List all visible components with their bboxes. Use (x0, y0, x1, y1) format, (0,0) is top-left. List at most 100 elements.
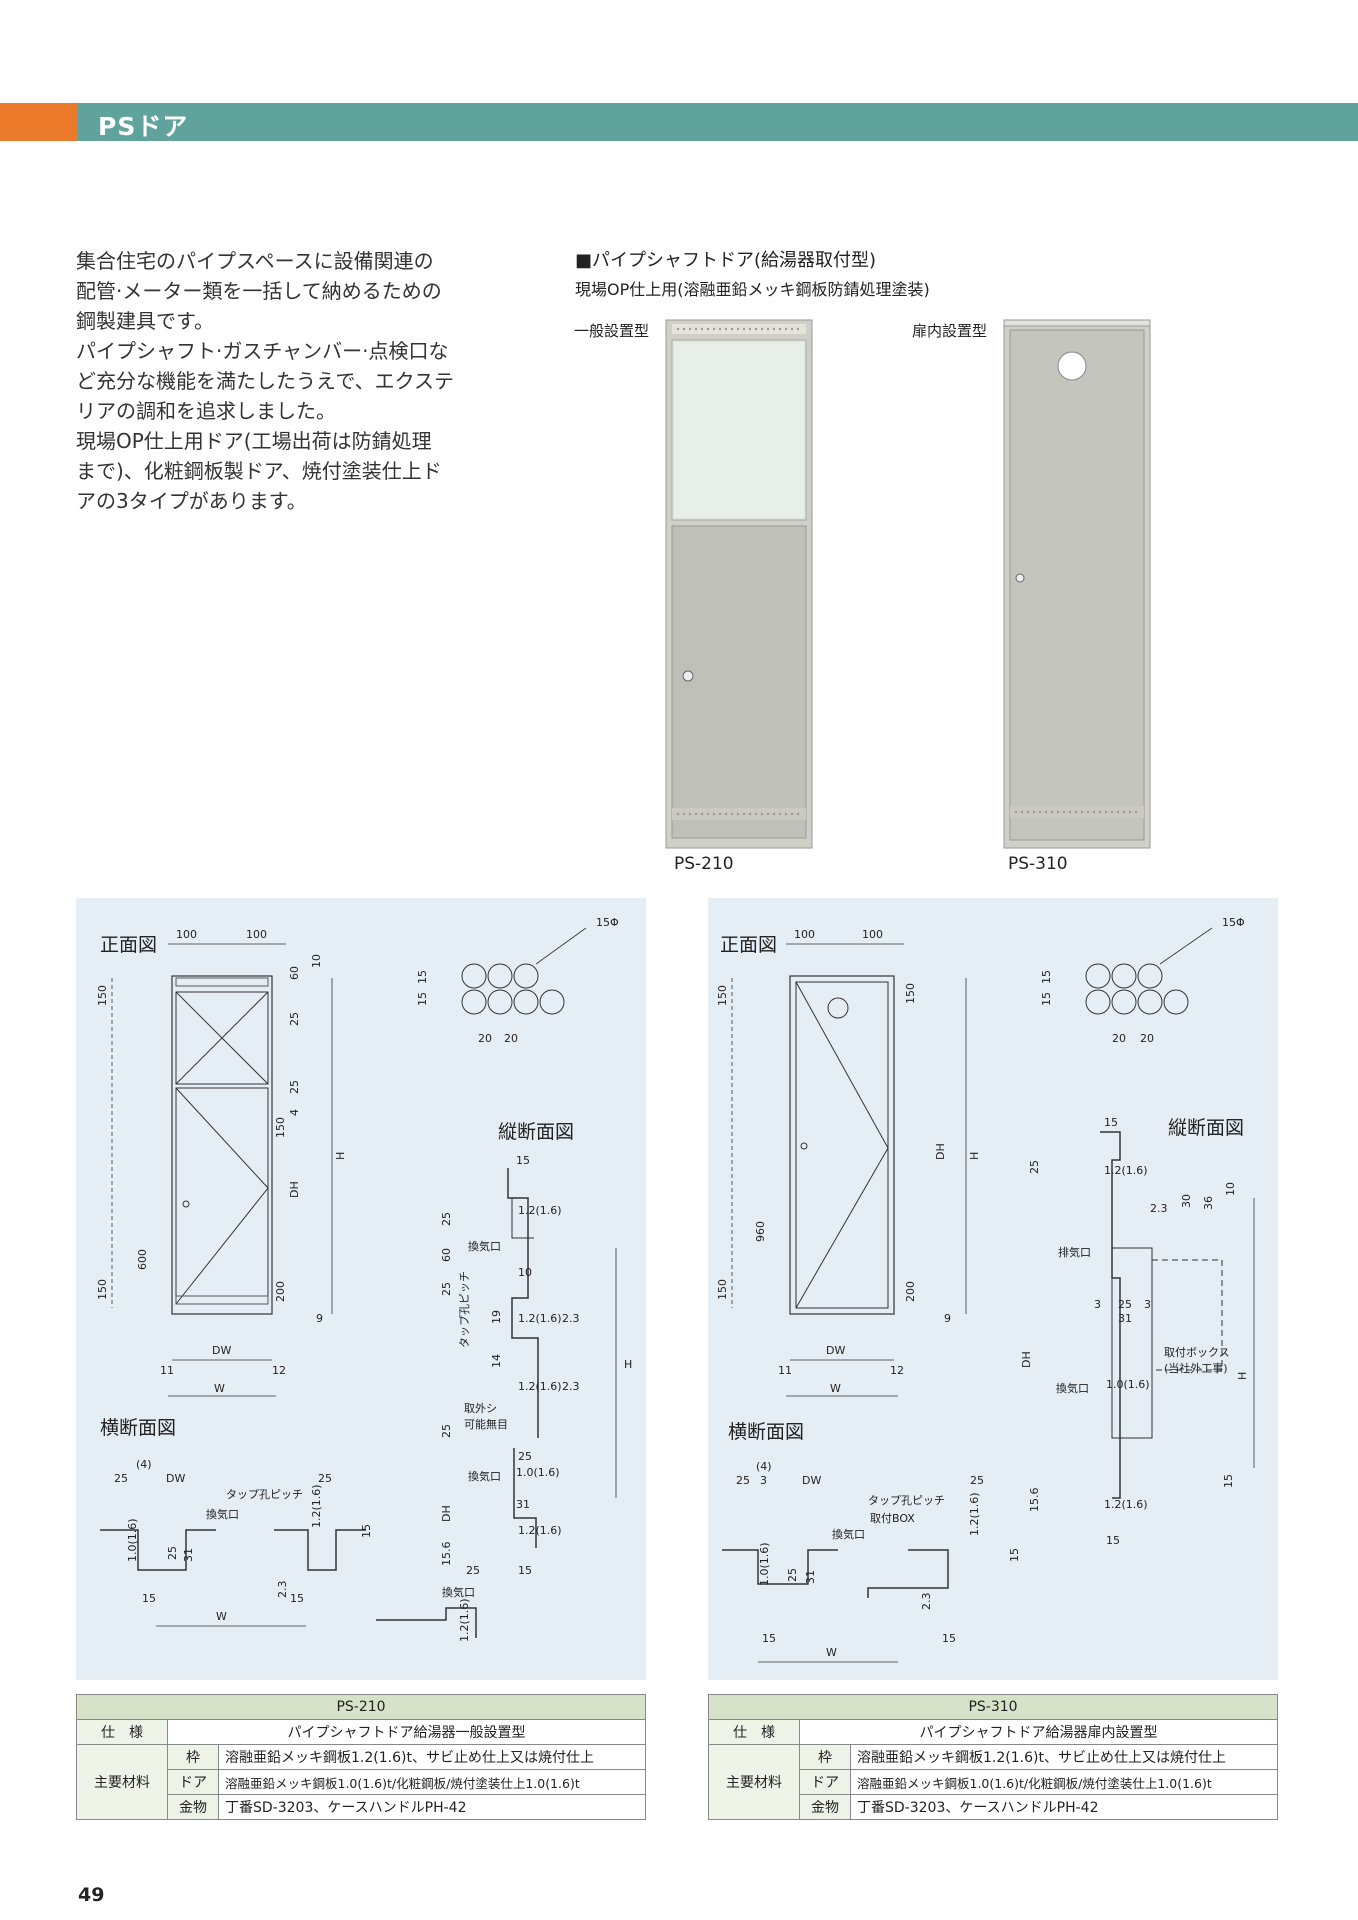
dim-label: 1.2(1.6) (518, 1204, 562, 1217)
section-title: PSドア (98, 112, 189, 141)
ps310-drawing-panel: 正面図 100 100 150 150 960 150 DH 200 H 9 D… (708, 898, 1278, 1680)
dim-label: 15 (762, 1632, 776, 1645)
dim-label: 150 (904, 983, 917, 1004)
dim-label: 14 (490, 1354, 503, 1368)
dim-label: 100 (176, 928, 197, 941)
intro-line: 現場OP仕上用ドア(工場出荷は防錆処理 (76, 429, 432, 453)
dim-label: DH (288, 1181, 301, 1198)
dim-label: 15 (142, 1592, 156, 1605)
dim-label: 150 (716, 985, 729, 1006)
door-value: 溶融亜鉛メッキ鋼板1.0(1.6)t/化粧鋼板/焼付塗装仕上1.0(1.6)t (218, 1769, 646, 1795)
dim-label: 15 (1008, 1548, 1021, 1562)
product-title: ■パイプシャフトドア(給湯器取付型) (575, 250, 877, 271)
frame-value: 溶融亜鉛メッキ鋼板1.2(1.6)t、サビ止め仕上又は焼付仕上 (850, 1744, 1278, 1770)
vent-label: 換気口 (1056, 1381, 1089, 1395)
dim-label: 25 (114, 1472, 128, 1485)
dim-label: 15 (1222, 1474, 1235, 1488)
dim-label: 1.0(1.6) (516, 1466, 560, 1479)
header-accent (0, 103, 78, 141)
dim-label: 2.3 (920, 1593, 933, 1611)
intro-line: アの3タイプがあります。 (76, 489, 307, 513)
intro-line: パイプシャフト·ガスチャンバー·点検口な (76, 339, 449, 363)
front-view-title: 正面図 (720, 934, 777, 956)
dim-label: 15Φ (1222, 916, 1245, 929)
door-label: ドア (799, 1769, 851, 1795)
dim-label: 31 (1118, 1312, 1132, 1325)
dim-label: 25 (466, 1564, 480, 1577)
ps210-drawing-panel: 正面図 100 100 150 150 600 60 10 25 25 4 15… (76, 898, 646, 1680)
dim-label: 60 (288, 966, 301, 980)
tap-pitch-label: タップ孔ピッチ (868, 1494, 945, 1507)
material-label: 主要材料 (708, 1744, 800, 1820)
dim-label: 25 (518, 1450, 532, 1463)
dim-label: 15.6 (440, 1542, 453, 1567)
dim-label: 15 (518, 1564, 532, 1577)
dim-label: 1.0(1.6) (1106, 1378, 1150, 1391)
dim-label: 20 (504, 1032, 518, 1045)
dim-label: 15 (290, 1592, 304, 1605)
dim-label: 10 (518, 1266, 532, 1279)
removable-label: 取外シ (464, 1402, 497, 1415)
horizontal-section-title: 横断面図 (100, 1417, 176, 1439)
dim-label: 1.2(1.6) (968, 1492, 981, 1536)
dim-label: 31 (516, 1498, 530, 1511)
dim-label: DW (212, 1344, 231, 1357)
dim-label: (4) (136, 1458, 152, 1471)
dim-label: 100 (246, 928, 267, 941)
dim-label: 200 (274, 1281, 287, 1302)
ps210-spec-table: PS-210 仕 様 パイプシャフトドア給湯器一般設置型 主要材料 枠 溶融亜鉛… (76, 1694, 646, 1820)
dim-label: 31 (182, 1548, 195, 1562)
dim-label: 1.0(1.6) (758, 1542, 771, 1586)
dim-label: 9 (316, 1312, 323, 1325)
vent-label: 換気口 (468, 1239, 501, 1253)
dim-label: 15 (516, 1154, 530, 1167)
dim-label: 25 (166, 1546, 179, 1560)
hardware-label: 金物 (167, 1794, 219, 1820)
dim-label: 1.0(1.6) (126, 1518, 139, 1562)
dim-label: H (334, 1152, 347, 1160)
dim-label: 4 (288, 1109, 301, 1116)
ps210-photo (665, 319, 813, 849)
dim-label: 15 (1104, 1116, 1118, 1129)
type-general-label: 一般設置型 (574, 322, 650, 340)
dim-label: 3 (1094, 1298, 1101, 1311)
dim-label: 2.3 (276, 1581, 289, 1599)
dim-label: 2.3 (562, 1312, 580, 1325)
vertical-section-title: 縦断面図 (1168, 1117, 1244, 1139)
dim-label: 11 (160, 1364, 174, 1377)
box-label-1: 取付ボックス (1164, 1346, 1230, 1359)
dim-label: 20 (1140, 1032, 1154, 1045)
vent-label: 換気口 (468, 1469, 501, 1483)
type-inside-label: 扉内設置型 (912, 322, 988, 340)
dim-label: 2.3 (1150, 1202, 1168, 1215)
dim-label: 150 (274, 1117, 287, 1138)
ps310-drawing: 正面図 100 100 150 150 960 150 DH 200 H 9 D… (716, 916, 1255, 1663)
dim-label: 600 (136, 1249, 149, 1270)
intro-line: まで)、化粧鋼板製ドア、焼付塗装仕上ド (76, 459, 442, 483)
dim-label: 31 (804, 1570, 817, 1584)
dim-label: 1.2(1.6) (310, 1484, 323, 1528)
dim-label: 15 (416, 970, 429, 984)
dim-label: 15 (1106, 1534, 1120, 1547)
intro-line: ど充分な機能を満たしたうえで、エクステ (76, 369, 454, 393)
dim-label: 1.2(1.6) (518, 1524, 562, 1537)
dim-label: 25 (440, 1282, 453, 1296)
door-label: ドア (167, 1769, 219, 1795)
dim-label: DW (826, 1344, 845, 1357)
product-subtitle: 現場OP仕上用(溶融亜鉛メッキ鋼板防錆処理塗装) (575, 280, 930, 299)
spec-value: パイプシャフトドア給湯器扉内設置型 (799, 1719, 1278, 1745)
dim-label: 15 (942, 1632, 956, 1645)
dim-label: DW (166, 1472, 185, 1485)
box-label: 取付BOX (870, 1512, 915, 1525)
dim-label: 1.2(1.6) (518, 1312, 562, 1325)
box-label-2: (当社外工事) (1164, 1361, 1228, 1375)
dim-label: 960 (754, 1221, 767, 1242)
dim-label: H (1236, 1372, 1249, 1380)
horizontal-section-title: 横断面図 (728, 1421, 804, 1443)
spec-label: 仕 様 (708, 1719, 800, 1745)
dim-label: 2.3 (562, 1380, 580, 1393)
frame-value: 溶融亜鉛メッキ鋼板1.2(1.6)t、サビ止め仕上又は焼付仕上 (218, 1744, 646, 1770)
hardware-label: 金物 (799, 1794, 851, 1820)
intro-line: 集合住宅のパイプスペースに設備関連の (76, 249, 434, 273)
dim-label: 25 (970, 1474, 984, 1487)
